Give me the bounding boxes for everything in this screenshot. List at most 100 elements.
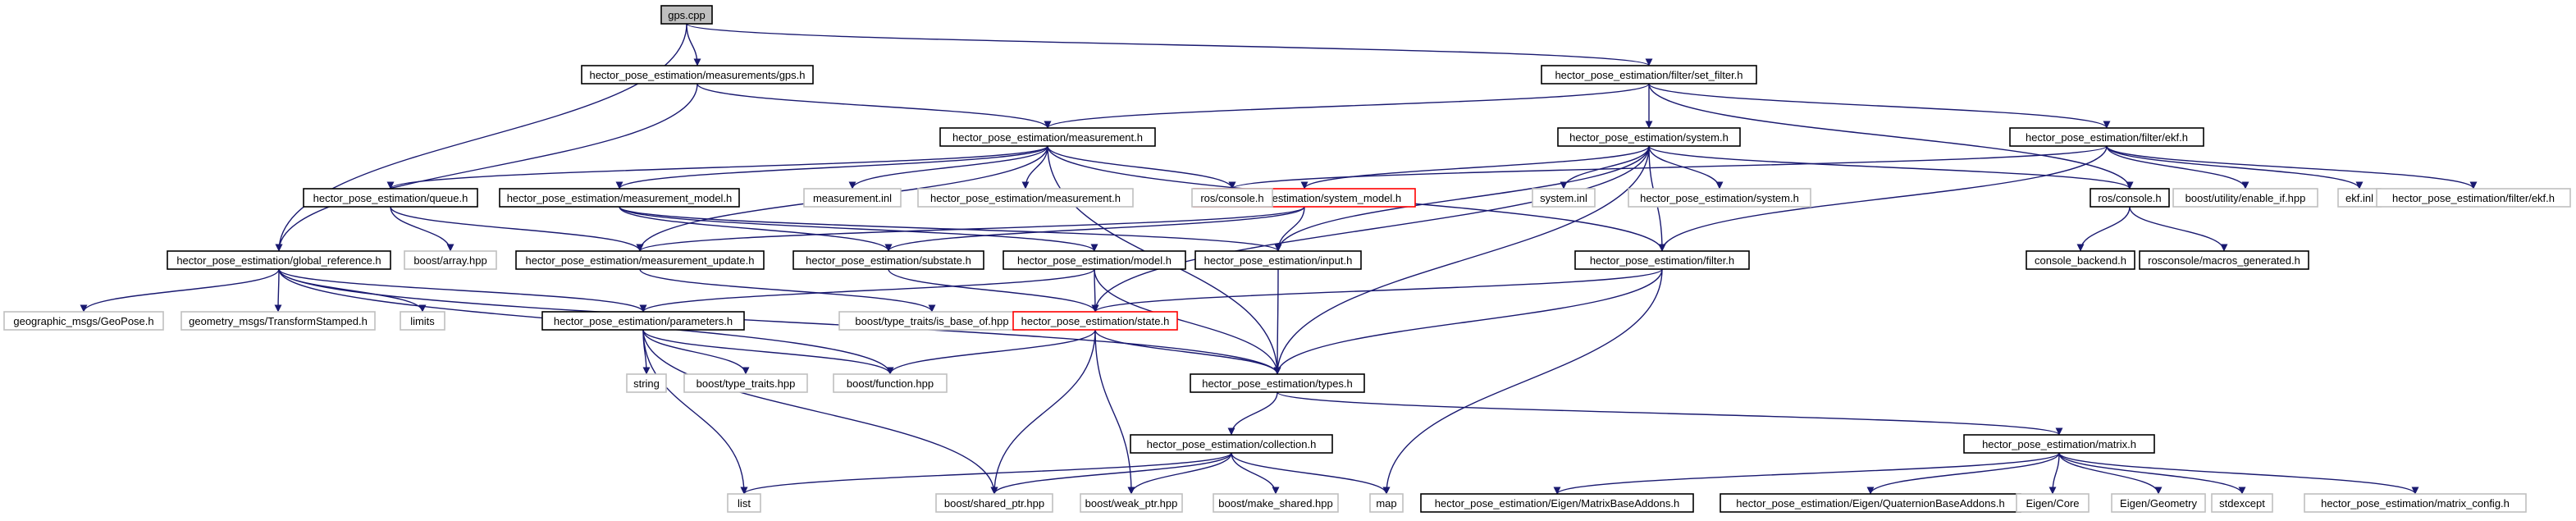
edge-measurement-h-to-ros-console-gray <box>1047 145 1236 190</box>
node-label: boost/shared_ptr.hpp <box>944 497 1044 510</box>
node-ekf-h[interactable]: hector_pose_estimation/filter/ekf.h <box>2009 127 2204 147</box>
node-shared-ptr[interactable]: boost/shared_ptr.hpp <box>935 493 1053 513</box>
node-eigen-core[interactable]: Eigen/Core <box>2016 493 2090 513</box>
node-eigen-geometry[interactable]: Eigen/Geometry <box>2111 493 2206 513</box>
edge-global-ref-to-types-h <box>278 268 1281 375</box>
node-label: hector_pose_estimation/global_reference.… <box>176 254 381 267</box>
node-label: hector_pose_estimation/measurement_updat… <box>526 254 755 267</box>
edge-state-h-to-shared-ptr <box>990 329 1096 495</box>
node-enable-if[interactable]: boost/utility/enable_if.hpp <box>2172 188 2318 208</box>
edge-set-filter-to-ros-console <box>1648 83 2134 190</box>
node-type-traits[interactable]: boost/type_traits.hpp <box>683 373 808 393</box>
node-box <box>303 188 478 208</box>
edge-ekf-h-to-enable-if <box>2106 145 2249 190</box>
node-label: boost/make_shared.hpp <box>1218 497 1332 510</box>
node-array-hpp[interactable]: boost/array.hpp <box>404 250 497 270</box>
node-label: hector_pose_estimation/input.h <box>1204 254 1353 267</box>
node-ros-console-gray[interactable]: ros/console.h <box>1191 188 1273 208</box>
node-ekf-inl[interactable]: ekf.inl <box>2337 188 2382 208</box>
node-quaternion-base-addons[interactable]: hector_pose_estimation/Eigen/QuaternionB… <box>1720 493 2021 513</box>
node-weak-ptr[interactable]: boost/weak_ptr.hpp <box>1080 493 1183 513</box>
node-meas-update[interactable]: hector_pose_estimation/measurement_updat… <box>515 250 765 270</box>
node-label: boost/type_traits.hpp <box>697 377 796 390</box>
node-parameters[interactable]: hector_pose_estimation/parameters.h <box>541 311 745 331</box>
edge-meas-model-to-substate <box>619 206 893 252</box>
edge-collection-to-list <box>740 452 1232 495</box>
edge-sys-model-to-substate <box>884 206 1305 252</box>
node-stdexcept[interactable]: stdexcept <box>2211 493 2273 513</box>
node-box <box>2009 127 2204 147</box>
node-gps-cpp[interactable]: gps.cpp <box>660 5 713 25</box>
node-box <box>2016 493 2090 513</box>
node-global-ref[interactable]: hector_pose_estimation/global_reference.… <box>167 250 391 270</box>
node-meas-h-ext[interactable]: hector_pose_estimation/measurement.h <box>917 188 1134 208</box>
node-ros-console[interactable]: ros/console.h <box>2090 188 2170 208</box>
node-label: boost/function.hpp <box>847 377 934 390</box>
node-map[interactable]: map <box>1369 493 1404 513</box>
node-label: measurement.inl <box>813 192 892 204</box>
node-label: hector_pose_estimation/state.h <box>1021 315 1170 327</box>
node-matrix-config[interactable]: hector_pose_estimation/matrix_config.h <box>2304 493 2527 513</box>
node-label: boost/weak_ptr.hpp <box>1085 497 1178 510</box>
node-console-backend[interactable]: console_backend.h <box>2026 250 2135 270</box>
node-label: boost/utility/enable_if.hpp <box>2185 192 2306 204</box>
node-string[interactable]: string <box>626 373 667 393</box>
node-transform-stamped[interactable]: geometry_msgs/TransformStamped.h <box>180 311 376 331</box>
node-box <box>1628 188 1811 208</box>
node-meas-model[interactable]: hector_pose_estimation/measurement_model… <box>499 188 740 208</box>
node-label: hector_pose_estimation/parameters.h <box>554 315 733 327</box>
edge-matrix-h-to-eigen-geometry <box>2058 452 2163 495</box>
node-set-filter[interactable]: hector_pose_estimation/filter/set_filter… <box>1541 65 1757 85</box>
node-box <box>1574 250 1750 270</box>
node-is-base-of[interactable]: boost/type_traits/is_base_of.hpp <box>838 311 1025 331</box>
node-box <box>626 373 667 393</box>
edge-ekf-h-to-ros-console-gray <box>1228 145 2108 190</box>
node-label: ros/console.h <box>1200 192 1263 204</box>
node-box <box>1369 493 1404 513</box>
node-box <box>1420 493 1694 513</box>
node-meas-inl[interactable]: measurement.inl <box>803 188 902 208</box>
node-filter-ekf[interactable]: hector_pose_estimation/filter/ekf.h <box>2376 188 2571 208</box>
edge-global-ref-to-transform-stamped <box>274 268 282 313</box>
node-filter-h[interactable]: hector_pose_estimation/filter.h <box>1574 250 1750 270</box>
node-label: ros/console.h <box>2098 192 2161 204</box>
node-list[interactable]: list <box>727 493 761 513</box>
node-label: geometry_msgs/TransformStamped.h <box>189 315 368 327</box>
node-collection[interactable]: hector_pose_estimation/collection.h <box>1130 434 1333 454</box>
node-box <box>917 188 1134 208</box>
edge-meas-update-to-is-base-of <box>639 268 936 313</box>
edge-system-h-to-state-h <box>1091 145 1650 313</box>
node-label: hector_pose_estimation/measurements/gps.… <box>589 69 805 81</box>
node-queue-h[interactable]: hector_pose_estimation/queue.h <box>303 188 478 208</box>
node-box <box>2172 188 2318 208</box>
node-measurement-h[interactable]: hector_pose_estimation/measurement.h <box>939 127 1156 147</box>
node-types-h[interactable]: hector_pose_estimation/types.h <box>1190 373 1365 393</box>
node-rosconsole-macros[interactable]: rosconsole/macros_generated.h <box>2139 250 2309 270</box>
node-state-h[interactable]: hector_pose_estimation/state.h <box>1012 311 1178 331</box>
node-label: hector_pose_estimation/measurement_model… <box>507 192 733 204</box>
node-input-h[interactable]: hector_pose_estimation/input.h <box>1194 250 1362 270</box>
edge-gps-cpp-to-meas-gps <box>686 23 701 66</box>
node-model-h[interactable]: hector_pose_estimation/model.h <box>1003 250 1186 270</box>
node-meas-gps[interactable]: hector_pose_estimation/measurements/gps.… <box>581 65 814 85</box>
node-label: hector_pose_estimation/Eigen/MatrixBaseA… <box>1435 497 1679 510</box>
edge-meas-model-to-model-h <box>619 206 1098 252</box>
edge-matrix-h-to-eigen-core <box>2048 452 2060 495</box>
node-substate[interactable]: hector_pose_estimation/substate.h <box>792 250 984 270</box>
node-make-shared[interactable]: boost/make_shared.hpp <box>1213 493 1339 513</box>
edge-global-ref-to-limits <box>278 268 427 313</box>
node-system-h-ext[interactable]: hector_pose_estimation/system.h <box>1628 188 1811 208</box>
node-box <box>1003 250 1186 270</box>
edge-measurement-h-to-meas-inl <box>848 145 1048 190</box>
node-matrix-h[interactable]: hector_pose_estimation/matrix.h <box>1963 434 2155 454</box>
node-geopose[interactable]: geographic_msgs/GeoPose.h <box>3 311 164 331</box>
node-limits[interactable]: limits <box>400 311 445 331</box>
edge-meas-gps-to-measurement-h <box>697 83 1052 129</box>
edge-meas-model-to-input-h <box>619 206 1282 252</box>
node-function-hpp[interactable]: boost/function.hpp <box>833 373 948 393</box>
node-matrix-base-addons[interactable]: hector_pose_estimation/Eigen/MatrixBaseA… <box>1420 493 1694 513</box>
edge-measurement-h-to-queue-h <box>386 145 1048 190</box>
node-system-inl[interactable]: system.inl <box>1532 188 1596 208</box>
node-label: hector_pose_estimation/measurement.h <box>952 131 1143 144</box>
node-system-h[interactable]: hector_pose_estimation/system.h <box>1557 127 1741 147</box>
